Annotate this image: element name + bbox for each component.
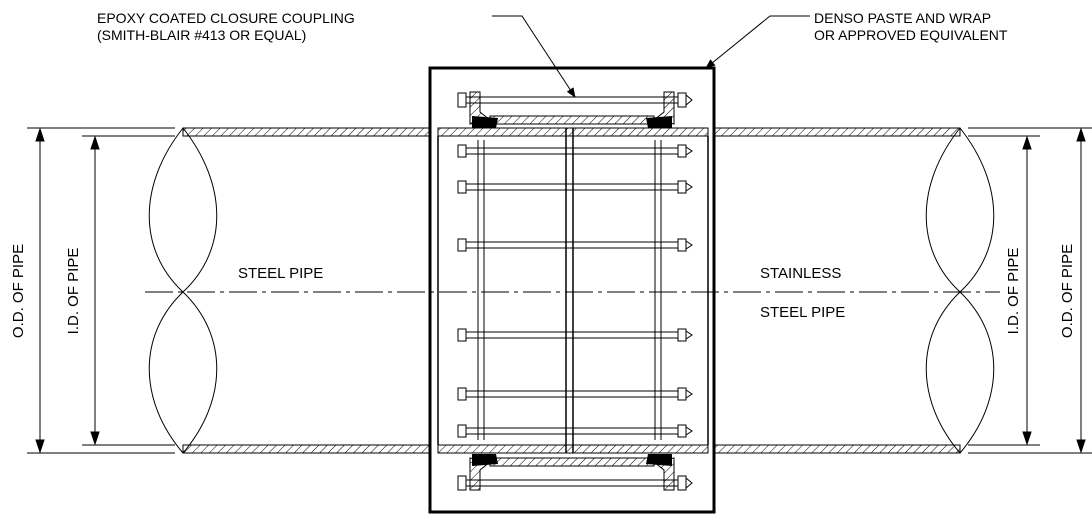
bolt-row-4	[457, 328, 693, 342]
left-pipe	[148, 127, 431, 454]
bolt-rows	[457, 144, 693, 438]
right-pipe-break-line	[925, 127, 995, 454]
left-pipe-bottom-wall	[182, 444, 431, 454]
right-id-label: I.D. OF PIPE	[1005, 248, 1022, 335]
closure-coupling	[437, 91, 709, 491]
left-pipe-break-line	[148, 127, 218, 454]
bolt-row-5	[457, 387, 693, 401]
bolt-row-2	[457, 180, 693, 194]
left-od-label: O.D. OF PIPE	[10, 244, 27, 338]
right-id-dimension	[968, 135, 1040, 446]
wrap-leader	[705, 15, 810, 69]
right-pipe	[714, 127, 995, 454]
wrap-callout-line2: OR APPROVED EQUIVALENT	[814, 27, 1008, 43]
coupling-top-section	[457, 91, 693, 128]
right-pipe-top-wall	[714, 127, 961, 137]
right-pipe-label-line2: STEEL PIPE	[760, 304, 845, 321]
bolt-row-top	[457, 144, 693, 158]
bolt-row-bottom	[457, 424, 693, 438]
coupling-bottom-section	[457, 454, 693, 491]
right-od-label: O.D. OF PIPE	[1059, 244, 1076, 338]
right-od-dimension	[968, 127, 1092, 454]
left-od-dimension	[27, 127, 175, 454]
left-id-dimension	[82, 135, 175, 446]
coupling-callout-line1: EPOXY COATED CLOSURE COUPLING	[97, 10, 355, 26]
denso-wrap-box	[428, 66, 716, 514]
right-pipe-bottom-wall	[714, 444, 961, 454]
wrap-callout-line1: DENSO PASTE AND WRAP	[814, 10, 991, 26]
coupling-callout-line2: (SMITH-BLAIR #413 OR EQUAL)	[97, 27, 306, 43]
left-id-label: I.D. OF PIPE	[65, 248, 82, 335]
right-pipe-label-line1: STAINLESS	[760, 265, 841, 282]
left-pipe-label: STEEL PIPE	[238, 265, 323, 282]
left-pipe-top-wall	[182, 127, 431, 137]
coupling-leader	[492, 15, 576, 98]
bolt-row-3	[457, 238, 693, 252]
